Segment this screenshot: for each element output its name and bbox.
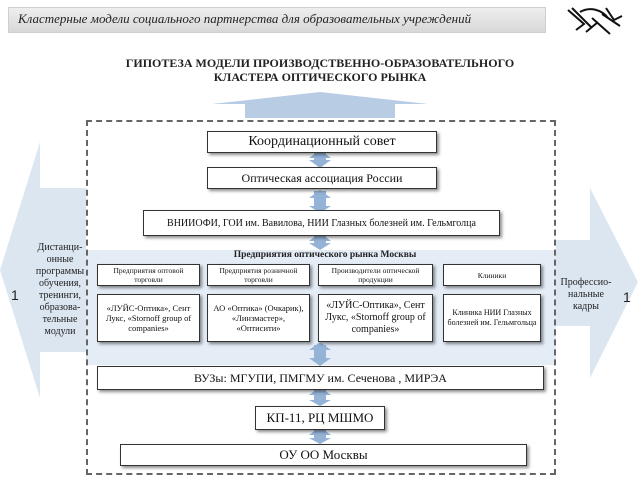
cluster-frame (86, 120, 556, 475)
right-number: 1 (623, 289, 631, 305)
diagram-title-line1: ГИПОТЕЗА МОДЕЛИ ПРОИЗВОДСТВЕННО-ОБРАЗОВА… (125, 56, 515, 70)
college-box: КП-11, РЦ МШМО (255, 406, 385, 430)
left-line3: программы (35, 266, 85, 277)
left-arrow (0, 142, 86, 398)
left-side-text: Дистанци- онные программы обучения, трен… (30, 242, 90, 338)
left-line2: онные (46, 254, 74, 265)
schools-box: ОУ ОО Москвы (120, 444, 527, 466)
enterprises-title: Предприятия оптического рынка Москвы (233, 250, 417, 260)
manufacturers-body: «ЛУЙС-Оптика», Сент Лукс, «Stornoff grou… (318, 294, 433, 342)
left-line5: тренинги, (39, 290, 81, 301)
research-institutes-box: ВНИИОФИ, ГОИ им. Вавилова, НИИ Глазных б… (143, 210, 500, 236)
right-side-text: Профессио- нальные кадры (556, 277, 616, 313)
coordination-council-box: Координационный совет (207, 131, 437, 153)
right-line1: Профессио- (560, 277, 612, 288)
right-line2: нальные (568, 289, 604, 300)
left-line1: Дистанци- (37, 242, 83, 253)
left-line8: модули (44, 326, 76, 337)
manufacturers-header: Производители оптической продукции (318, 264, 433, 286)
logo-icon (567, 7, 623, 35)
diagram-title: ГИПОТЕЗА МОДЕЛИ ПРОИЗВОДСТВЕННО-ОБРАЗОВА… (100, 56, 540, 84)
clinics-body: Клиника НИИ Глазных болезней им. Гельмго… (443, 294, 541, 342)
slide-header-title: Кластерные модели социального партнерств… (18, 11, 472, 26)
connectors (309, 150, 331, 444)
diagram-title-line2: КЛАСТЕРА ОПТИЧЕСКОГО РЫНКА (213, 70, 427, 84)
optical-association-box: Оптическая ассоциация России (207, 167, 437, 189)
wholesale-body: «ЛУЙС-Оптика», Сент Лукс, «Stornoff grou… (97, 294, 200, 342)
up-arrow (212, 92, 428, 118)
right-arrow (556, 188, 638, 378)
retail-header: Предприятия розничной торговли (207, 264, 310, 286)
left-line4: обучения, (39, 278, 81, 289)
left-line6: образова- (39, 302, 81, 313)
left-number: 1 (11, 287, 19, 303)
header-bar (8, 7, 546, 33)
left-line7: тельные (42, 314, 78, 325)
clinics-header: Клиники (443, 264, 541, 286)
wholesale-header: Предприятия оптовой торговли (97, 264, 200, 286)
right-line3: кадры (573, 301, 599, 312)
retail-body: АО «Оптика» (Очкарик), «Линзмастер», «Оп… (207, 294, 310, 342)
universities-box: ВУЗы: МГУПИ, ПМГМУ им. Сеченова , МИРЭА (97, 366, 544, 390)
